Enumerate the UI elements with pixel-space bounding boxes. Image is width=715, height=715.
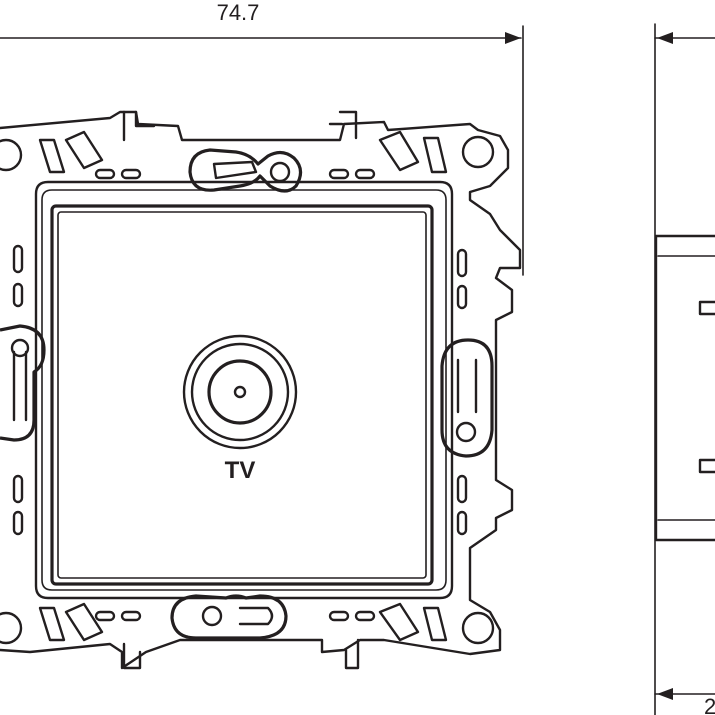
slot-bottom [170,594,288,640]
depth-dimension-label: 2 [704,694,715,715]
slot-left-inner [12,350,28,422]
side-clip-upper [698,300,715,316]
slot-top [188,148,303,193]
slot-top-hole [269,161,291,183]
corner-screw-top-right [461,135,495,169]
socket-outer-ring [182,334,298,450]
slot-bottom-hole [201,605,223,627]
side-arrowhead-top [657,32,673,44]
front-plate-inner-edge [57,211,427,579]
edge-slots-bottom [94,610,376,622]
slot-left-hole [10,338,30,358]
edge-slots-right [456,248,468,536]
slot-right [440,338,494,458]
side-clip-lower [698,458,715,474]
socket-connector [207,359,273,425]
slot-right-hole [455,421,477,443]
top-tab-left [122,110,156,142]
clip-top-right [378,130,448,174]
clip-top-left [38,130,104,174]
socket-bezel [190,342,290,442]
bottom-tab-left [122,642,142,670]
width-dimension-label: 74.7 [217,0,260,25]
slot-left [0,324,46,442]
bottom-tab-right [344,638,360,670]
width-dimension: 74.7 [0,0,524,276]
slot-top-inner [212,160,258,180]
socket-pin [233,385,247,399]
front-plate-outline [50,204,434,586]
corner-screw-bottom-right [461,611,495,645]
slot-bottom-inner [238,606,274,626]
corner-screw-top-left [0,138,23,172]
frame-inner-outline [34,180,454,600]
tv-label: TV [225,457,256,484]
edge-slots-top [94,168,376,180]
edge-slots-left [12,244,24,536]
clip-bottom-left [38,602,104,642]
side-arrowhead-bottom [657,688,673,700]
slot-right-inner [456,358,478,414]
clip-bottom-right [378,602,448,642]
tv-socket: TV [182,334,298,484]
corner-screw-bottom-left [0,611,23,645]
width-arrowhead-right [505,32,521,44]
side-body-outline [654,234,715,542]
frame-inner-outline-2 [41,189,447,591]
frame-outer-outline [0,110,522,670]
top-tab-right [328,110,358,140]
front-plate [50,204,434,586]
mounting-frame [0,110,522,670]
side-view: 2 [654,23,715,715]
